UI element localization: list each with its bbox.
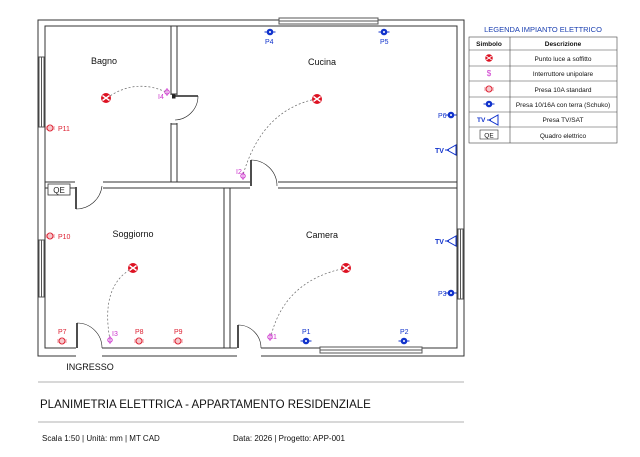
socket-label-p7: P7 xyxy=(58,329,67,336)
windows xyxy=(38,17,464,354)
legend-desc-switch: Interruttore unipolare xyxy=(533,71,594,78)
socket-label-p9: P9 xyxy=(174,329,183,336)
socket-label-p1: P1 xyxy=(302,329,311,336)
door-soggiorno xyxy=(75,185,103,210)
socket-10a-icon xyxy=(44,232,56,240)
tv-socket-icon xyxy=(444,235,457,247)
door-camera xyxy=(237,324,262,349)
socket-10a-icon xyxy=(133,337,145,345)
legend-col-description: Descrizione xyxy=(545,41,582,48)
socket-label-p5: P5 xyxy=(380,39,389,46)
socket-schuko-icon xyxy=(264,28,276,36)
drawing-title: PLANIMETRIA ELETTRICA - APPARTAMENTO RES… xyxy=(40,399,371,411)
socket-label-p3: P3 xyxy=(438,291,447,298)
title-block: PLANIMETRIA ELETTRICA - APPARTAMENTO RES… xyxy=(38,381,464,443)
scale-info: Scala 1:50 | Unità: mm | MT CAD xyxy=(42,434,160,443)
ingresso-label: INGRESSO xyxy=(66,362,114,372)
room-label-cucina: Cucina xyxy=(308,57,336,67)
socket-schuko-icon xyxy=(398,337,410,345)
legend-desc-socket-10a: Presa 10A standard xyxy=(534,87,591,94)
socket-label-p6: P6 xyxy=(438,113,447,120)
legend: LEGENDA IMPIANTO ELETTRICO Simbolo Descr… xyxy=(468,25,618,144)
tv-sockets: TV TV xyxy=(435,144,457,247)
legend-desc-panel: Quadro elettrico xyxy=(540,133,587,140)
socket-schuko-icon xyxy=(445,289,457,297)
legend-symbol-tv-socket-icon: TV xyxy=(477,114,499,126)
room-label-soggiorno: Soggiorno xyxy=(112,229,153,239)
legend-symbol-panel-icon: QE xyxy=(479,129,499,140)
legend-symbol-switch-icon: $ xyxy=(487,69,492,78)
date-info: Data: 2026 | Progetto: APP-001 xyxy=(233,434,345,443)
door-openings xyxy=(75,95,278,357)
ceiling-light-icon xyxy=(340,262,352,274)
switch-label-i2: I2 xyxy=(236,169,242,176)
socket-schuko-icon xyxy=(300,337,312,345)
legend-symbol-ceiling-light-icon xyxy=(484,53,494,63)
switch-label-i4: I4 xyxy=(158,94,164,101)
tv-label: TV xyxy=(435,239,444,246)
ceiling-light-icon xyxy=(100,92,112,104)
room-label-bagno: Bagno xyxy=(91,56,117,66)
legend-symbol-socket-schuko-icon xyxy=(483,100,495,108)
socket-label-p4: P4 xyxy=(265,39,274,46)
legend-desc-ceiling-light: Punto luce a soffitto xyxy=(535,56,592,63)
socket-10a-icon xyxy=(172,337,184,345)
socket-10a-icon xyxy=(44,124,56,132)
switches: I4 I2 I3 I1 xyxy=(107,87,277,345)
legend-title: LEGENDA IMPIANTO ELETTRICO xyxy=(484,25,602,34)
legend-col-symbol: Simbolo xyxy=(476,41,502,48)
doors xyxy=(75,94,278,349)
door-cucina xyxy=(250,159,278,187)
door-bagno xyxy=(172,94,199,121)
room-labels: Bagno Cucina Soggiorno Camera xyxy=(91,56,338,240)
socket-schuko-icon xyxy=(445,111,457,119)
socket-label-p8: P8 xyxy=(135,329,144,336)
ceiling-light-icon xyxy=(127,262,139,274)
sockets-schuko: P4 P5 P6 P3 P1 P2 xyxy=(264,28,457,345)
svg-text:QE: QE xyxy=(484,133,494,140)
tv-label: TV xyxy=(435,148,444,155)
door-ingresso xyxy=(76,322,103,349)
socket-schuko-icon xyxy=(378,28,390,36)
socket-label-p2: P2 xyxy=(400,329,409,336)
qe-label: QE xyxy=(53,186,65,195)
legend-symbol-socket-10a-icon xyxy=(483,85,495,93)
ceiling-light-icon xyxy=(311,93,323,105)
circuit-lines xyxy=(106,85,347,341)
socket-label-p10: P10 xyxy=(58,234,71,241)
switch-label-i3: I3 xyxy=(112,331,118,338)
legend-desc-tv-socket: Presa TV/SAT xyxy=(543,117,584,124)
qe-panel: QE xyxy=(47,183,71,196)
sockets-10a: P11 P10 P7 P8 P9 xyxy=(44,124,184,345)
socket-10a-icon xyxy=(56,337,68,345)
room-label-camera: Camera xyxy=(306,230,338,240)
tv-socket-icon xyxy=(444,144,457,156)
ceiling-lights xyxy=(100,92,352,274)
svg-text:TV: TV xyxy=(477,117,486,124)
socket-label-p11: P11 xyxy=(58,126,70,133)
legend-desc-socket-schuko: Presa 10/16A con terra (Schuko) xyxy=(516,102,610,109)
switch-label-i1: I1 xyxy=(271,334,277,341)
